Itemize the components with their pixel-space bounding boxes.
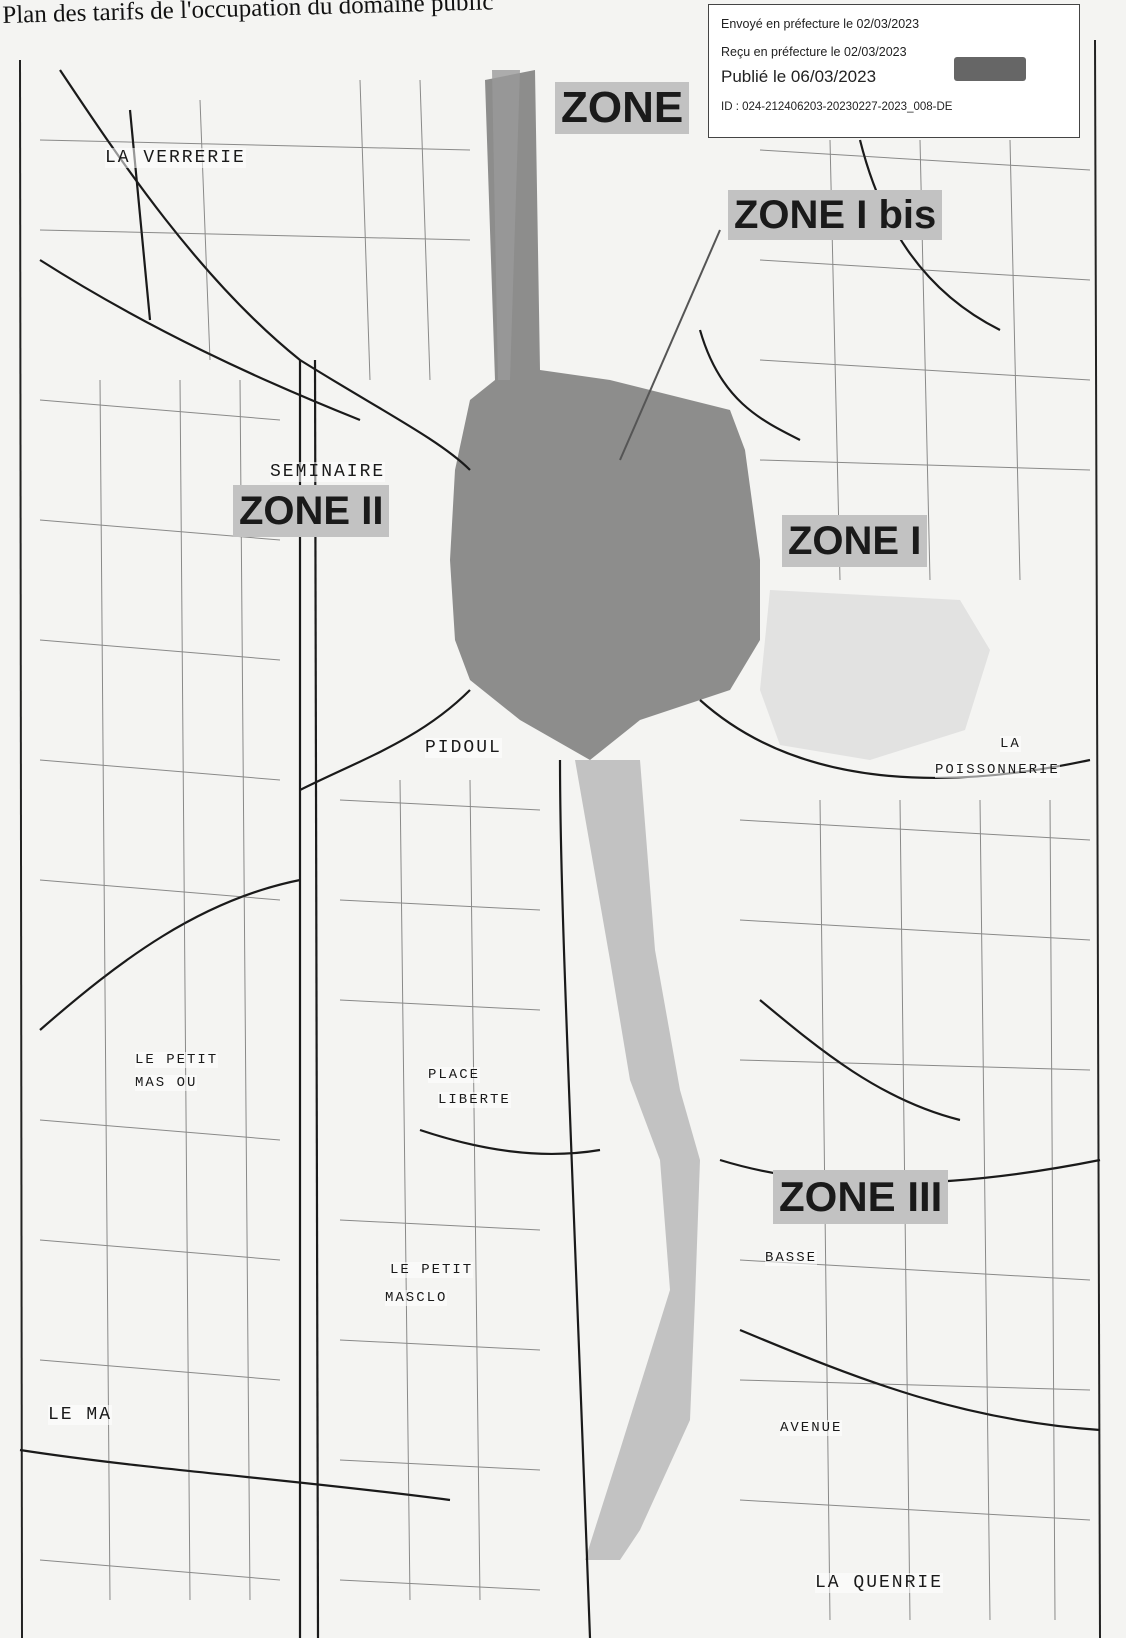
stamp-received: Reçu en préfecture le 02/03/2023 (721, 45, 907, 59)
place-poissonnerie: POISSONNERIE (935, 762, 1060, 778)
place-place: PLACE (428, 1067, 481, 1083)
place-seminaire: SEMINAIRE (270, 462, 386, 482)
place-basse: BASSE (765, 1250, 818, 1266)
zone-label-top: ZONE (555, 82, 690, 134)
zone-label-i-bis: ZONE I bis (728, 190, 943, 240)
zone-label-ii: ZONE II (233, 485, 390, 537)
stamp-sent: Envoyé en préfecture le 02/03/2023 (721, 17, 920, 31)
place-avenue: AVENUE (780, 1420, 843, 1436)
prefecture-stamp: Envoyé en préfecture le 02/03/2023 Reçu … (708, 4, 1080, 138)
stamp-seal-icon (954, 57, 1026, 81)
map-content (19, 39, 1101, 1638)
place-le-ma: LE MA (48, 1405, 113, 1425)
place-la: LA (1000, 736, 1021, 752)
place-masclo: MASCLO (385, 1290, 448, 1306)
place-pidoul: PIDOUL (425, 738, 502, 758)
central-zone-shading (450, 70, 760, 760)
south-corridor-shading (575, 760, 700, 1560)
zone-label-iii: ZONE III (773, 1170, 949, 1224)
stamp-id: ID : 024-212406203-20230227-2023_008-DE (721, 101, 953, 113)
place-le-petit-2: LE PETIT (390, 1262, 474, 1278)
east-park-shading (760, 590, 990, 760)
north-corridor-shading (492, 70, 520, 380)
place-la-quenrie: LA QUENRIE (815, 1573, 944, 1593)
stamp-published: Publié le 06/03/2023 (721, 67, 877, 86)
place-liberte: LIBERTE (438, 1092, 511, 1108)
zone-label-i: ZONE I (782, 515, 928, 567)
place-verrerie: LA VERRERIE (105, 148, 246, 168)
place-le-petit-1: LE PETIT (135, 1052, 219, 1068)
place-mas-ou: MAS OU (135, 1075, 198, 1091)
